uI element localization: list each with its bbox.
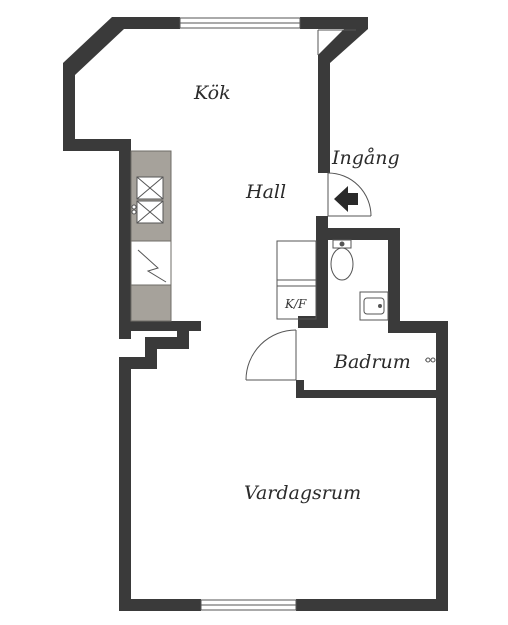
label-bathroom: Badrum (333, 351, 411, 373)
washbasin-icon (359, 291, 389, 321)
wall-bath-bottom (296, 390, 442, 398)
wall-bath-top (316, 228, 400, 240)
label-living-room: Vardagsrum (244, 482, 361, 504)
wall-bath-outer (388, 321, 448, 333)
walls (63, 17, 448, 611)
bathroom-door (245, 329, 297, 381)
wall-kitchen-bottom (119, 321, 201, 331)
window-kitchen (179, 17, 301, 29)
entrance-door (327, 172, 372, 217)
wall-bath-left (316, 228, 328, 328)
label-entrance: Ingång (331, 147, 400, 169)
wall-kitchen-step (63, 139, 131, 151)
label-kitchen: Kök (193, 82, 231, 104)
window-living-room (200, 599, 297, 611)
kitchen-counter (130, 150, 172, 322)
wall-bottom-left (119, 599, 201, 611)
windows (179, 17, 356, 611)
stove (130, 240, 172, 286)
shower-icon (425, 357, 436, 363)
arrow-icon (334, 186, 358, 212)
wall-top-left (112, 17, 180, 29)
stove-symbol (137, 249, 167, 283)
wall-top-left-diagonal (63, 17, 124, 75)
toilet-icon (330, 239, 354, 281)
wall-top-right-diagonal (318, 17, 368, 63)
wall-left-upper (63, 63, 75, 151)
window-bathroom-diagonal (317, 29, 356, 55)
fridge-freezer (276, 240, 317, 320)
wall-living-left (119, 357, 131, 611)
wall-bath-left-stub (298, 316, 328, 328)
wall-kitchen-inner (119, 139, 131, 339)
wall-bottom-right (296, 599, 448, 611)
counter-bottom (130, 284, 172, 322)
wall-hall-right-upper (318, 55, 330, 173)
sink-icon (131, 176, 164, 224)
wall-bath-notch (388, 228, 400, 333)
wall-living-right (436, 321, 448, 611)
label-hall: Hall (245, 181, 286, 203)
wall-bath-bottom-stub (296, 380, 304, 398)
label-fridge-freezer: K/F (284, 297, 307, 311)
wall-hall-right-lower (316, 216, 328, 240)
